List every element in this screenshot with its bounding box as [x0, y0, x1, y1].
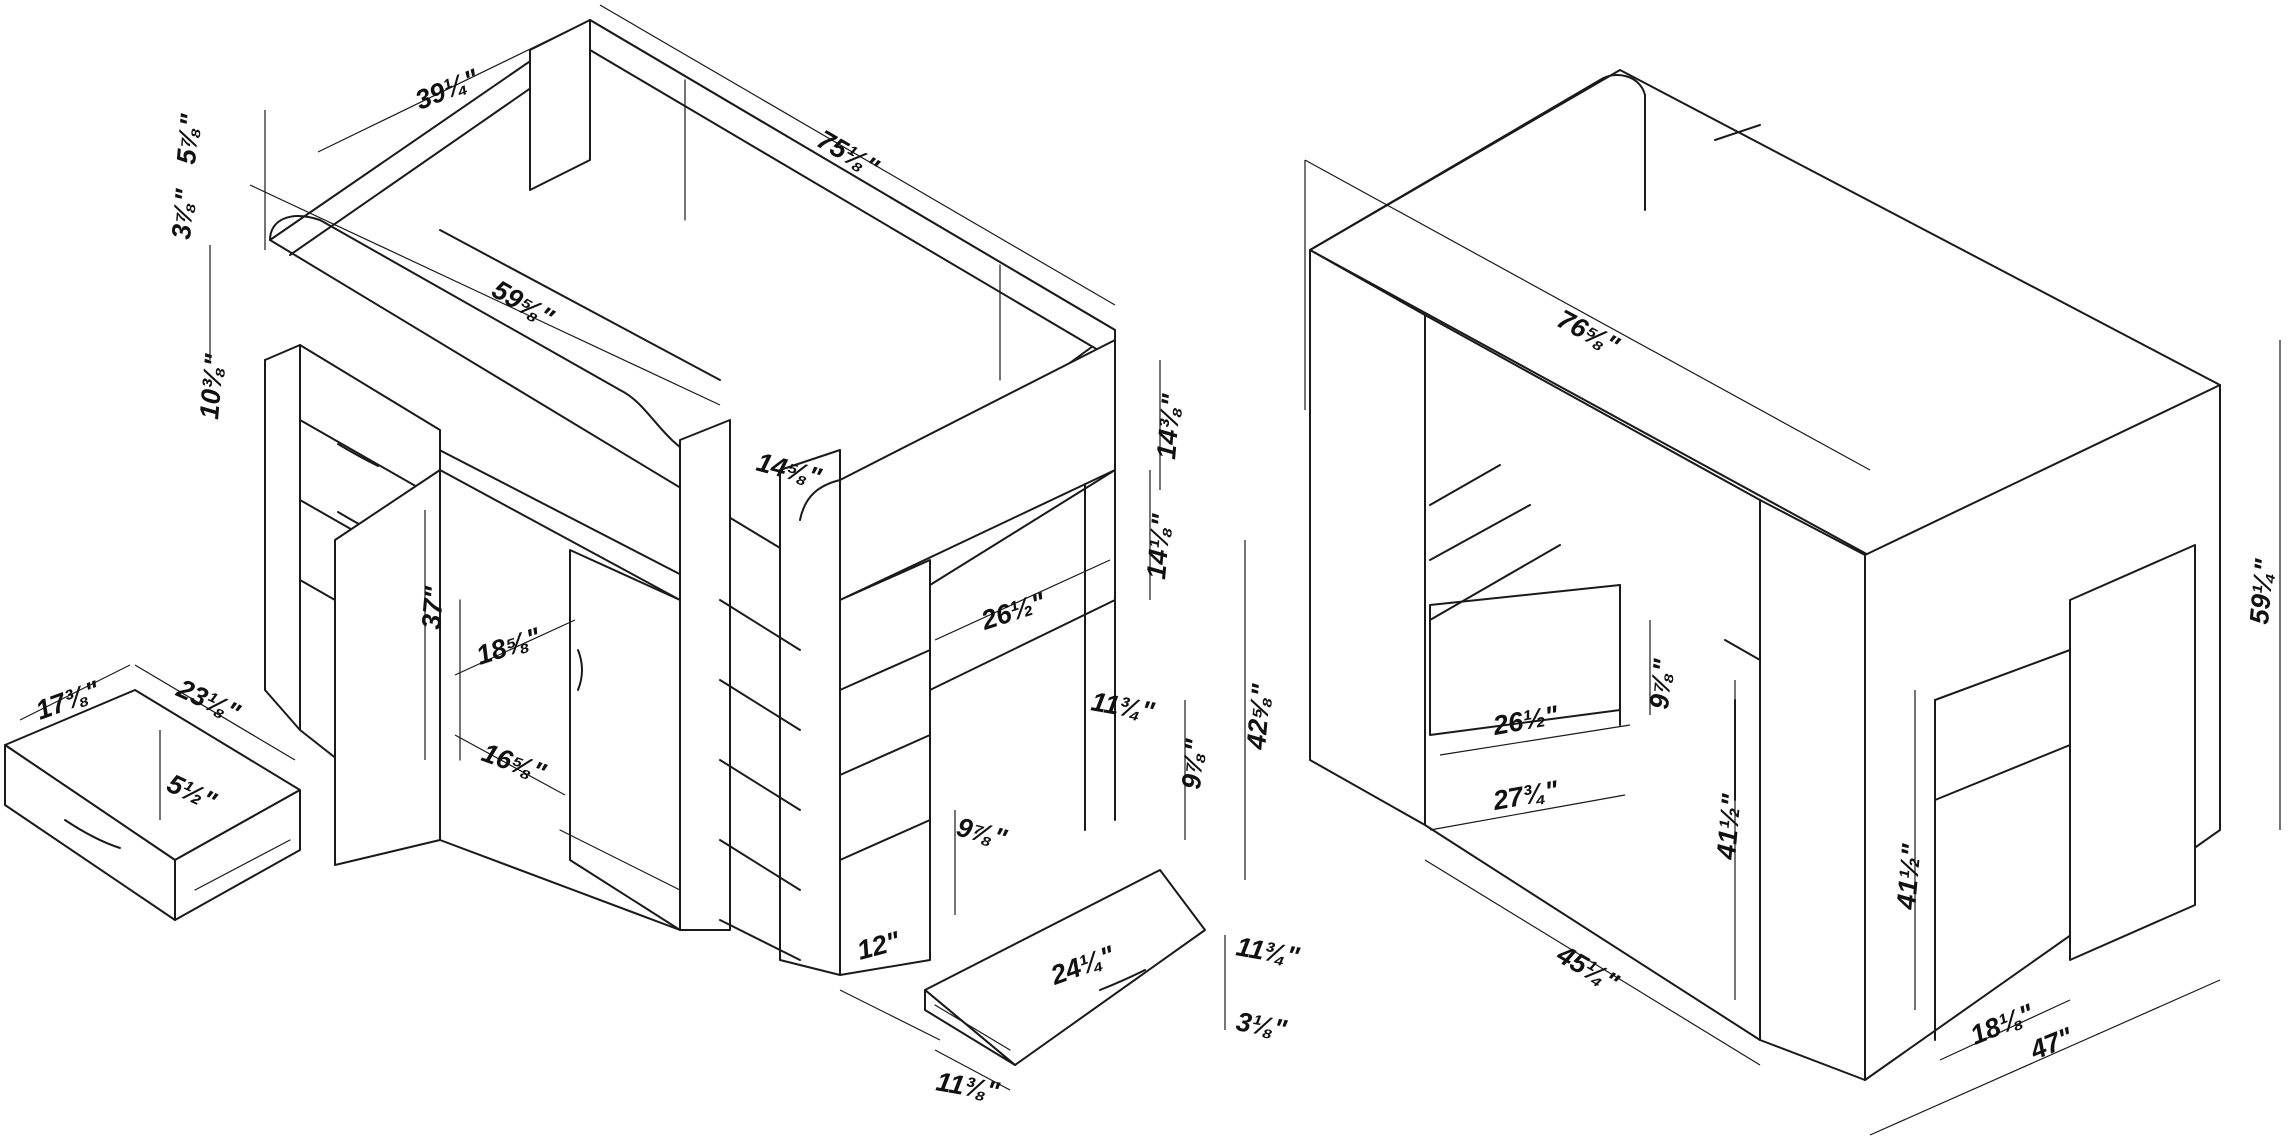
- dim-5-7-8: 5⅞": [171, 112, 205, 166]
- loft-bed-left-drawing: [4, 19, 1206, 1066]
- dim-11-3-8: 11⅜": [934, 1066, 1003, 1107]
- guard-rail: [269, 215, 731, 471]
- dim-26-1-2: 26½": [977, 587, 1051, 636]
- right-end-panel: [1309, 249, 1426, 826]
- head-panel: [529, 19, 591, 191]
- left-dimension-lines: [19, 4, 1246, 1091]
- shelf-unit: [839, 559, 931, 976]
- right-dimension-lines: [1304, 159, 2281, 1136]
- dim-41-1-2-side: 41½": [1891, 842, 1927, 912]
- dim-11-3-4: 11¾": [1089, 686, 1158, 727]
- dim-9-7-8-right: 9⅞": [1644, 657, 1678, 711]
- loft-bed-right-drawing: [1309, 69, 2221, 1081]
- ladder-upright-left: [679, 419, 731, 931]
- dim-42-5-8: 42⅝": [1241, 682, 1277, 752]
- right-guard-rail: [1714, 124, 1761, 141]
- dim-3-7-8: 3⅞": [166, 187, 200, 241]
- dim-37: 37": [416, 584, 450, 630]
- dim-9-7-8-tray: 9⅞": [953, 812, 1011, 854]
- dim-14-1-8: 14⅛": [1141, 512, 1177, 581]
- dim-10-3-8: 10⅜": [194, 352, 230, 421]
- storage-side: [264, 344, 301, 731]
- cabinet-door-open: [334, 469, 441, 866]
- dim-14-3-8: 14⅜": [1151, 392, 1187, 461]
- dim-45-1-4: 45¼": [1551, 939, 1624, 999]
- dim-9-7-8: 9⅞": [1176, 737, 1210, 791]
- right-post: [1759, 499, 1866, 1081]
- dim-11-3-4-tray: 11¾": [1234, 931, 1303, 972]
- dim-3-1-8: 3⅛": [1234, 1006, 1290, 1044]
- ladder-upright-right: [779, 449, 841, 976]
- dim-41-1-2-inner: 41½": [1711, 792, 1747, 862]
- dim-59-1-4: 59¼": [2244, 557, 2280, 626]
- right-side-panel: [1864, 384, 2221, 1081]
- right-side-door: [2069, 544, 2196, 961]
